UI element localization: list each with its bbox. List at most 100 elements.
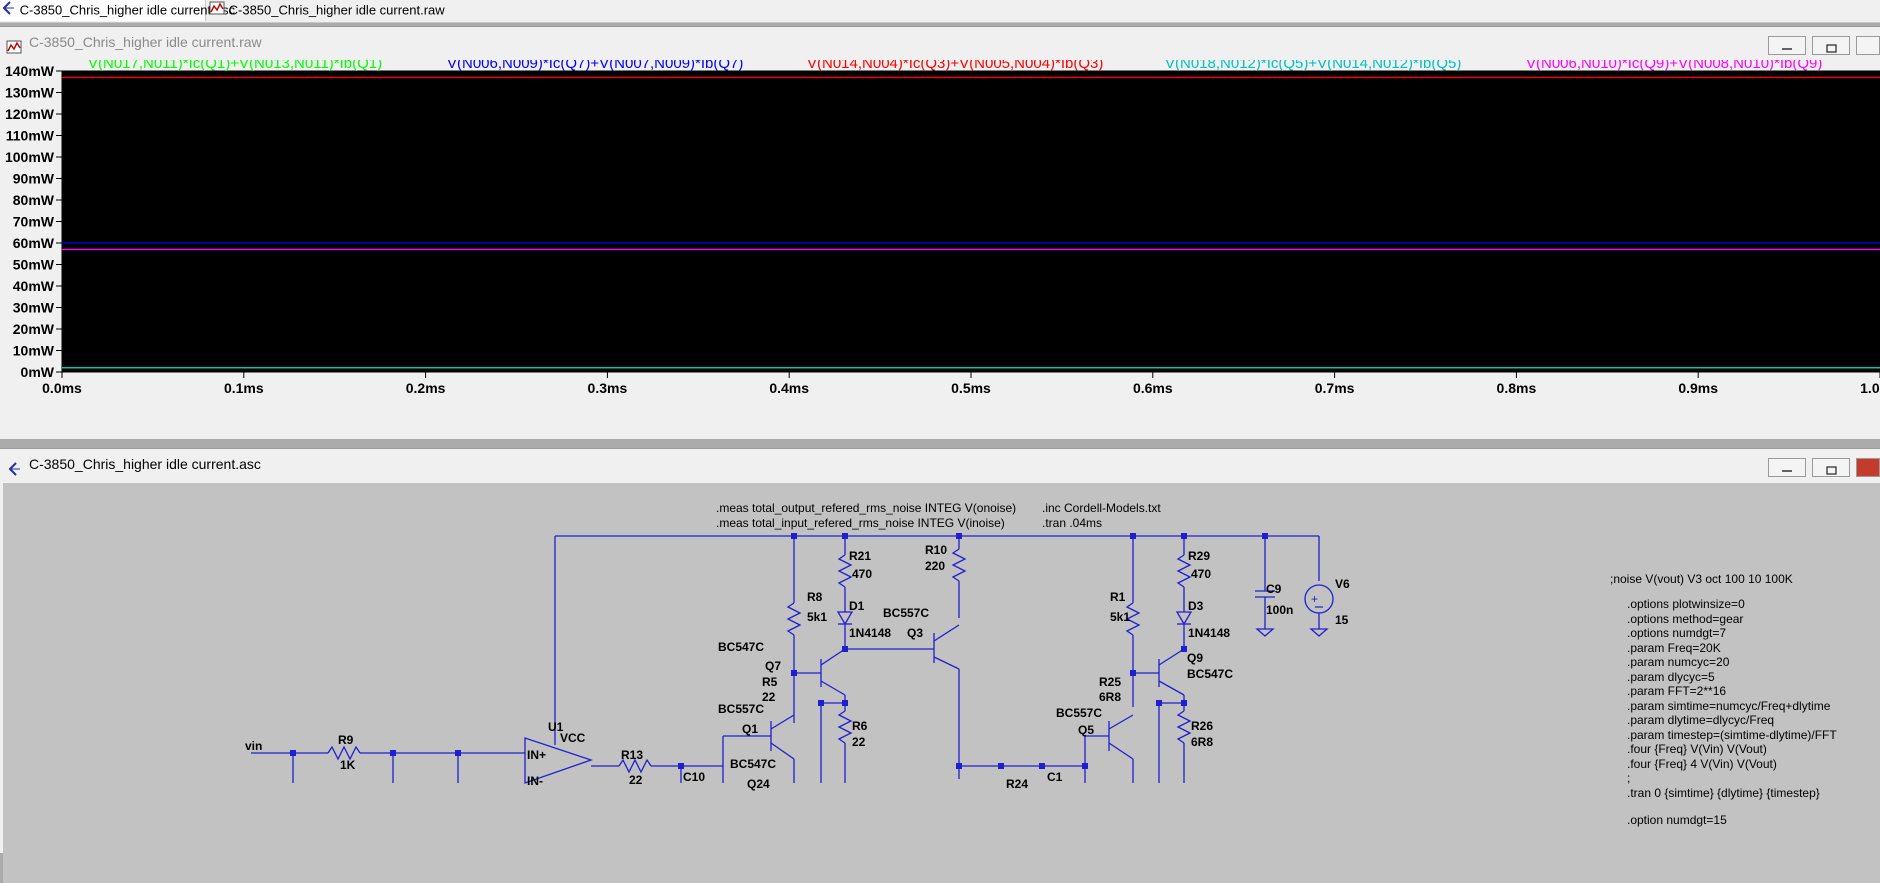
label-d1[interactable]: D1	[849, 599, 865, 613]
waveform-window-title: C-3850_Chris_higher idle current.raw	[29, 34, 262, 50]
y-tick-label: 100mW	[5, 149, 55, 165]
value-r1[interactable]: 5k1	[1110, 610, 1131, 624]
label-r10[interactable]: R10	[925, 543, 948, 557]
schematic-wires	[251, 535, 1334, 784]
options-line: .options numdgt=7	[1627, 626, 1727, 640]
tran-directive[interactable]: .tran .04ms	[1042, 516, 1103, 530]
label-q3[interactable]: Q3	[907, 626, 924, 640]
label-q7[interactable]: Q7	[765, 659, 782, 673]
value-r10[interactable]: 220	[925, 559, 946, 573]
label-c10[interactable]: C10	[683, 770, 706, 784]
label-r8[interactable]: R8	[807, 590, 823, 604]
value-d1[interactable]: 1N4148	[849, 626, 892, 640]
tab-schematic[interactable]: C-3850_Chris_higher idle current.asc	[0, 0, 235, 22]
maximize-button[interactable]	[1856, 36, 1880, 55]
model-q7[interactable]: BC547C	[718, 640, 765, 654]
net-label-vin[interactable]: vin	[245, 739, 263, 753]
waveform-window-icon	[6, 35, 22, 66]
model-q5[interactable]: BC557C	[1056, 706, 1103, 720]
opamp-in-minus[interactable]: IN-	[527, 774, 543, 788]
value-v6[interactable]: 15	[1335, 613, 1349, 627]
value-r5[interactable]: 22	[762, 690, 776, 704]
tab-waveform[interactable]: C-3850_Chris_higher idle current.raw	[209, 0, 445, 22]
value-r13[interactable]: 22	[629, 773, 643, 787]
option-numdgt-directive[interactable]: .option numdgt=15	[1627, 813, 1727, 827]
y-tick-label: 50mW	[13, 257, 55, 273]
options-directive-block[interactable]: .options plotwinsize=0 .options method=g…	[1627, 597, 1837, 800]
model-q24[interactable]: BC547C	[730, 757, 777, 771]
label-r13[interactable]: R13	[621, 748, 644, 762]
x-tick-label: 0.5ms	[951, 380, 991, 396]
label-v6[interactable]: V6	[1335, 577, 1350, 591]
v6-plus-sign: +	[1311, 592, 1318, 606]
trace-label[interactable]: V(N006,N010)*Ic(Q9)+V(N008,N010)*Ib(Q9)	[1526, 60, 1822, 72]
trace-label[interactable]: V(N017,N011)*Ic(Q1)+V(N013,N011)*Ib(Q1)	[88, 60, 382, 72]
model-q3[interactable]: BC557C	[883, 606, 930, 620]
label-r1[interactable]: R1	[1110, 590, 1126, 604]
value-d3[interactable]: 1N4148	[1188, 626, 1231, 640]
value-r26[interactable]: 6R8	[1191, 735, 1214, 749]
label-r21[interactable]: R21	[849, 549, 872, 563]
label-q9[interactable]: Q9	[1187, 651, 1204, 665]
value-c9[interactable]: 100n	[1266, 603, 1294, 617]
y-tick-label: 130mW	[5, 85, 55, 101]
value-r6[interactable]: 22	[852, 735, 866, 749]
waveform-window-titlebar[interactable]: C-3850_Chris_higher idle current.raw	[0, 27, 1880, 58]
waveform-icon	[209, 0, 225, 22]
inc-directive[interactable]: .inc Cordell-Models.txt	[1042, 501, 1161, 515]
schematic-close-button[interactable]	[1856, 458, 1880, 477]
value-r25[interactable]: 6R8	[1099, 690, 1122, 704]
label-c9[interactable]: C9	[1266, 582, 1282, 596]
label-r24[interactable]: R24	[1006, 777, 1029, 791]
y-tick-label: 80mW	[13, 192, 55, 208]
waveform-window: C-3850_Chris_higher idle current.raw V(N…	[0, 26, 1880, 439]
model-q9[interactable]: BC547C	[1187, 667, 1234, 681]
label-q24[interactable]: Q24	[747, 777, 770, 791]
trace-label[interactable]: V(N014,N004)*Ic(Q3)+V(N005,N004)*Ib(Q3)	[807, 60, 1103, 72]
trace-label[interactable]: V(N018,N012)*Ic(Q5)+V(N014,N012)*Ib(Q5)	[1165, 60, 1461, 72]
label-r29[interactable]: R29	[1188, 549, 1211, 563]
noise-directive[interactable]: ;noise V(vout) V3 oct 100 10 100K	[1610, 572, 1793, 586]
value-r8[interactable]: 5k1	[807, 610, 828, 624]
schematic-minimize-button[interactable]	[1768, 458, 1806, 477]
restore-button[interactable]	[1812, 36, 1850, 55]
meas-directive-output[interactable]: .meas total_output_refered_rms_noise INT…	[716, 501, 1017, 515]
label-r9[interactable]: R9	[338, 733, 354, 747]
y-tick-label: 90mW	[13, 171, 55, 187]
options-line: .param FFT=2**16	[1627, 684, 1727, 698]
options-line: .four {Freq} V(Vin) V(Vout)	[1627, 742, 1767, 756]
schematic-icon	[0, 0, 16, 22]
y-tick-label: 120mW	[5, 106, 55, 122]
schematic-canvas[interactable]: + .meas total_output_refered_rms_noise I…	[3, 483, 1880, 883]
waveform-plot[interactable]: V(N017,N011)*Ic(Q1)+V(N013,N011)*Ib(Q1) V…	[3, 60, 1880, 436]
label-q1[interactable]: Q1	[742, 722, 759, 736]
label-u1[interactable]: U1	[548, 720, 564, 734]
options-line: .param Freq=20K	[1627, 640, 1721, 655]
model-q1[interactable]: BC557C	[718, 702, 765, 716]
schematic-restore-button[interactable]	[1812, 458, 1850, 477]
x-tick-label: 0.7ms	[1315, 380, 1355, 396]
options-line: .options plotwinsize=0	[1627, 597, 1745, 611]
x-tick-label: 0.4ms	[769, 380, 809, 396]
plot-area	[61, 70, 1880, 373]
label-r25[interactable]: R25	[1099, 675, 1122, 689]
value-r9[interactable]: 1K	[340, 758, 356, 772]
value-r21[interactable]: 470	[852, 567, 873, 581]
label-r6[interactable]: R6	[852, 719, 868, 733]
schematic-window-titlebar[interactable]: C-3850_Chris_higher idle current.asc	[0, 449, 1880, 480]
label-d3[interactable]: D3	[1188, 599, 1204, 613]
meas-directive-input[interactable]: .meas total_input_refered_rms_noise INTE…	[716, 516, 1005, 530]
waveform-plot-pane[interactable]: V(N017,N011)*Ic(Q1)+V(N013,N011)*Ib(Q1) V…	[3, 60, 1880, 436]
y-tick-label: 70mW	[13, 214, 55, 230]
label-r26[interactable]: R26	[1191, 719, 1214, 733]
label-vcc[interactable]: VCC	[560, 731, 586, 745]
label-c1[interactable]: C1	[1047, 770, 1063, 784]
label-q5[interactable]: Q5	[1078, 723, 1095, 737]
y-tick-label: 140mW	[5, 63, 55, 79]
opamp-in-plus[interactable]: IN+	[527, 748, 547, 762]
minimize-button[interactable]	[1768, 36, 1806, 55]
trace-label[interactable]: V(N006,N009)*Ic(Q7)+V(N007,N009)*Ib(Q7)	[447, 60, 743, 72]
schematic-window-icon	[6, 457, 22, 488]
label-r5[interactable]: R5	[762, 675, 778, 689]
value-r29[interactable]: 470	[1191, 567, 1212, 581]
